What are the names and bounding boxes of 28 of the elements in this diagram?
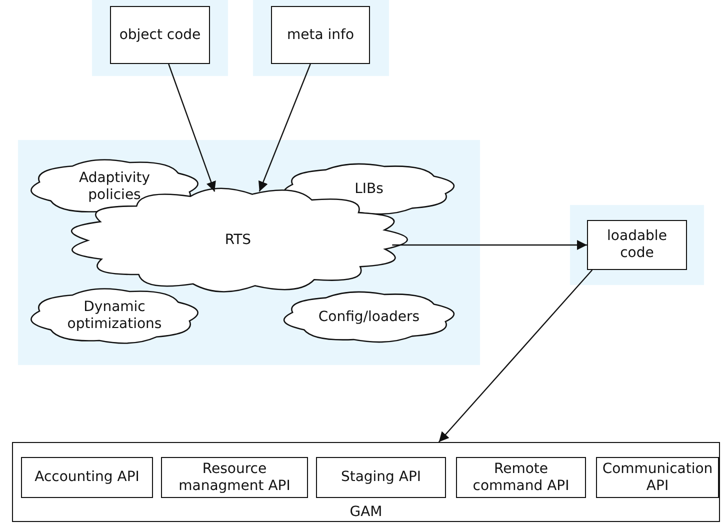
arrow bbox=[392, 240, 587, 250]
node-label: Remote command API bbox=[472, 460, 570, 494]
process-box bbox=[587, 220, 687, 270]
process-box bbox=[110, 6, 210, 64]
node-label: loadable code bbox=[606, 228, 668, 262]
arrow bbox=[258, 64, 311, 192]
process-box bbox=[316, 457, 446, 498]
node-label: object code bbox=[118, 26, 202, 44]
node-label: Staging API bbox=[340, 469, 422, 486]
node-label: meta info bbox=[286, 26, 356, 44]
node-label: GAM bbox=[348, 504, 384, 521]
process-box bbox=[271, 6, 370, 64]
node-label: Communication API bbox=[601, 460, 714, 494]
cloud-shape bbox=[30, 288, 198, 344]
node-label: Dynamic optimizations bbox=[66, 299, 163, 333]
node-label: RTS bbox=[224, 232, 252, 248]
arrow bbox=[438, 270, 593, 442]
arrow bbox=[168, 64, 216, 192]
node-label: Adaptivity policies bbox=[78, 170, 151, 204]
process-box bbox=[21, 457, 153, 498]
node-label: Resource managment API bbox=[178, 460, 292, 494]
container-box bbox=[12, 442, 720, 522]
process-box bbox=[161, 457, 308, 498]
node-label: LIBs bbox=[354, 180, 384, 198]
node-label: Accounting API bbox=[34, 469, 140, 486]
process-box bbox=[456, 457, 586, 498]
cloud-shape bbox=[283, 291, 455, 343]
node-label: Config/loaders bbox=[317, 308, 421, 326]
